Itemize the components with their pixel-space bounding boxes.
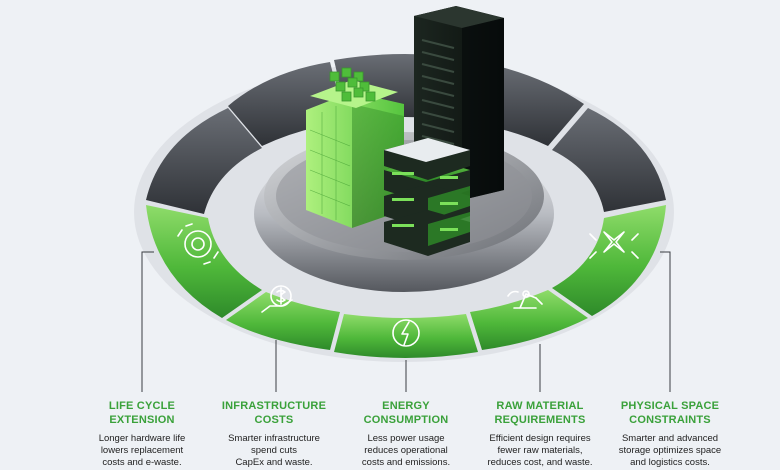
label-raw-material: RAW MATERIAL REQUIREMENTS Efficient desi… xyxy=(465,399,615,469)
infrastructure-description: Smarter infrastructure spend cuts CapEx … xyxy=(228,433,320,468)
life-cycle-description: Longer hardware life lowers replacement … xyxy=(98,433,186,468)
energy-title: ENERGY CONSUMPTION xyxy=(363,400,449,426)
connector-lines xyxy=(141,251,671,392)
ring-segment-gray-5 xyxy=(552,108,666,212)
life-cycle-title: LIFE CYCLE EXTENSION xyxy=(108,400,176,426)
label-infrastructure: INFRASTRUCTURE COSTS Smarter infrastruct… xyxy=(199,399,349,469)
physical-space-title: PHYSICAL SPACE CONSTRAINTS xyxy=(620,400,720,426)
energy-description: Less power usage reduces operational cos… xyxy=(361,433,451,468)
raw-material-description: Efficient design requires fewer raw mate… xyxy=(487,433,593,468)
recycle-gear-icon xyxy=(177,223,219,265)
ring-segment-infrastructure[interactable] xyxy=(226,292,340,350)
ring-segment-energy[interactable] xyxy=(334,314,478,358)
physical-space-description: Smarter and advanced storage optimizes s… xyxy=(618,433,722,468)
ring-segment-physical-space[interactable] xyxy=(552,205,666,316)
label-physical-space: PHYSICAL SPACE CONSTRAINTS Smarter and a… xyxy=(595,399,745,469)
robot-arm-icon xyxy=(507,290,543,309)
ring-segment-raw-material[interactable] xyxy=(470,290,588,350)
compress-arrows-icon xyxy=(589,231,639,259)
raw-material-title: RAW MATERIAL REQUIREMENTS xyxy=(494,400,586,426)
ring-segment-life-cycle[interactable] xyxy=(146,205,262,318)
infrastructure-title: INFRASTRUCTURE COSTS xyxy=(221,400,327,426)
storage-tower-illustration xyxy=(306,67,404,228)
label-life-cycle: LIFE CYCLE EXTENSION Longer hardware lif… xyxy=(67,399,217,469)
label-energy: ENERGY CONSUMPTION Less power usage redu… xyxy=(331,399,481,469)
connector-life-cycle xyxy=(141,251,154,392)
lower-ring xyxy=(146,205,666,358)
ring-segment-gray-1 xyxy=(146,108,262,214)
server-stack-illustration xyxy=(384,138,470,256)
connector-physical-space xyxy=(660,251,671,392)
dollar-hand-icon xyxy=(261,285,293,313)
energy-bolt-icon xyxy=(392,319,420,347)
